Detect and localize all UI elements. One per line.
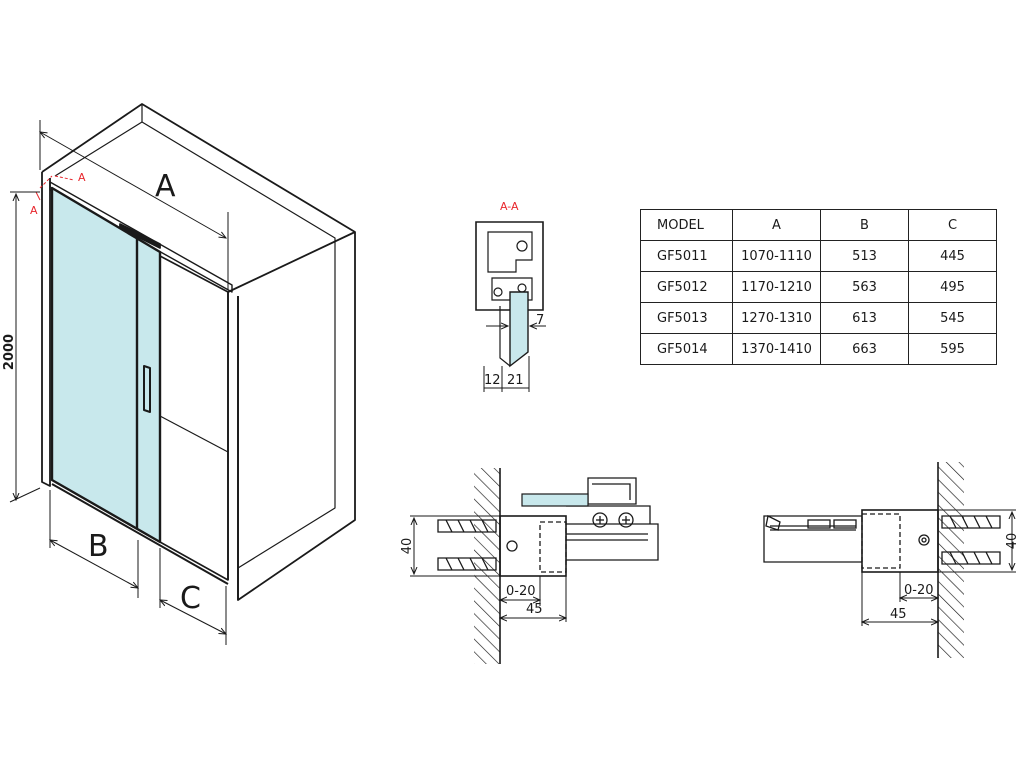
right-rail-body xyxy=(763,515,862,563)
fixed-panel xyxy=(159,255,229,581)
right-rail-tab xyxy=(765,515,781,531)
cell-model: GF5012 xyxy=(640,271,733,303)
cell-a: 1170-1210 xyxy=(732,271,821,303)
left-rail-roller-cap xyxy=(592,483,631,500)
left-detail-adjust-label: 0-20 xyxy=(506,584,536,599)
left-rail-body xyxy=(566,523,659,561)
table-row: GF5013 1270-1310 613 545 xyxy=(640,302,997,334)
sliding-glass-door xyxy=(50,186,162,544)
section-glass-edge xyxy=(499,306,511,367)
bottom-track xyxy=(51,483,229,585)
left-detail-height-label: 40 xyxy=(400,538,415,555)
section-glass xyxy=(509,291,529,368)
dimension-a xyxy=(40,120,229,290)
profile-roller xyxy=(491,277,533,301)
section-view-profile xyxy=(475,221,544,368)
left-bracket-screw xyxy=(506,540,518,552)
section-dimension-right: 21 xyxy=(507,373,524,388)
section-dimension-glass: 7 xyxy=(536,313,544,328)
profile-outer xyxy=(475,221,544,311)
right-rail-slot-2 xyxy=(833,519,857,529)
cell-b: 563 xyxy=(820,271,909,303)
cell-a: 1370-1410 xyxy=(732,333,821,365)
table-header-row: MODEL A B C xyxy=(640,209,997,241)
section-marker-label-bottom: A xyxy=(30,204,38,217)
dimension-b-label: B xyxy=(88,529,109,564)
door-handle xyxy=(143,365,151,413)
table-row: GF5011 1070-1110 513 445 xyxy=(640,240,997,272)
header-b: B xyxy=(820,209,909,241)
cell-model: GF5011 xyxy=(640,240,733,272)
left-rail-top xyxy=(566,505,651,524)
left-anchor-bottom xyxy=(437,557,497,571)
left-detail-depth-label: 45 xyxy=(526,602,543,617)
right-bracket-screw xyxy=(918,534,930,546)
left-bracket-slot xyxy=(539,521,567,573)
right-detail-height-label: 40 xyxy=(1005,533,1020,550)
right-bracket-slot xyxy=(861,513,901,569)
section-view-title: A-A xyxy=(500,200,519,213)
section-dimension-left: 12 xyxy=(484,373,501,388)
cell-model: GF5013 xyxy=(640,302,733,334)
cell-c: 445 xyxy=(908,240,997,272)
profile-roller-wheel xyxy=(493,287,503,297)
table-row: GF5014 1370-1410 663 595 xyxy=(640,333,997,365)
right-wall-detail: 40 0-20 45 xyxy=(763,462,1020,658)
left-wall-detail: 40 0-20 45 xyxy=(400,468,659,664)
cell-b: 613 xyxy=(820,302,909,334)
right-detail-adjust-label: 0-20 xyxy=(904,583,934,598)
table-row: GF5012 1170-1210 563 495 xyxy=(640,271,997,303)
right-rail-inner xyxy=(770,525,856,531)
header-model: MODEL xyxy=(640,209,733,241)
right-anchor-top xyxy=(941,515,1001,529)
cell-c: 595 xyxy=(908,333,997,365)
shower-enclosure-isometric xyxy=(41,103,356,601)
left-rail-roller-housing xyxy=(587,477,637,505)
dimension-c-label: C xyxy=(180,581,201,616)
left-anchor-top xyxy=(437,519,497,533)
dimension-c xyxy=(160,548,226,645)
cell-b: 513 xyxy=(820,240,909,272)
dimension-a-label: A xyxy=(155,169,176,204)
cell-c: 495 xyxy=(908,271,997,303)
cell-b: 663 xyxy=(820,333,909,365)
left-detail-glass xyxy=(521,493,589,507)
cell-a: 1070-1110 xyxy=(732,240,821,272)
right-detail-depth-label: 45 xyxy=(890,607,907,622)
left-roller-2 xyxy=(618,512,634,528)
profile-inner xyxy=(487,231,533,273)
header-c: C xyxy=(908,209,997,241)
model-dimension-table: MODEL A B C GF5011 1070-1110 513 445 GF5… xyxy=(640,209,997,365)
side-wall xyxy=(227,231,356,293)
profile-roller-wheel-2 xyxy=(517,283,527,293)
left-wall-bracket xyxy=(499,515,567,577)
section-marker-label-top: A xyxy=(78,171,86,184)
fixed-panel-shelf xyxy=(159,415,229,453)
header-a: A xyxy=(732,209,821,241)
section-dimensions xyxy=(483,326,546,392)
cell-a: 1270-1310 xyxy=(732,302,821,334)
dimension-b xyxy=(50,490,138,598)
right-anchor-bottom xyxy=(941,551,1001,565)
left-roller-1 xyxy=(592,512,608,528)
right-rail-slot-1 xyxy=(807,519,831,529)
profile-screw xyxy=(516,240,528,252)
dimension-height-label: 2000 xyxy=(2,334,17,370)
dimension-height xyxy=(9,191,41,503)
left-wall-profile xyxy=(41,172,51,487)
cell-model: GF5014 xyxy=(640,333,733,365)
cell-c: 545 xyxy=(908,302,997,334)
